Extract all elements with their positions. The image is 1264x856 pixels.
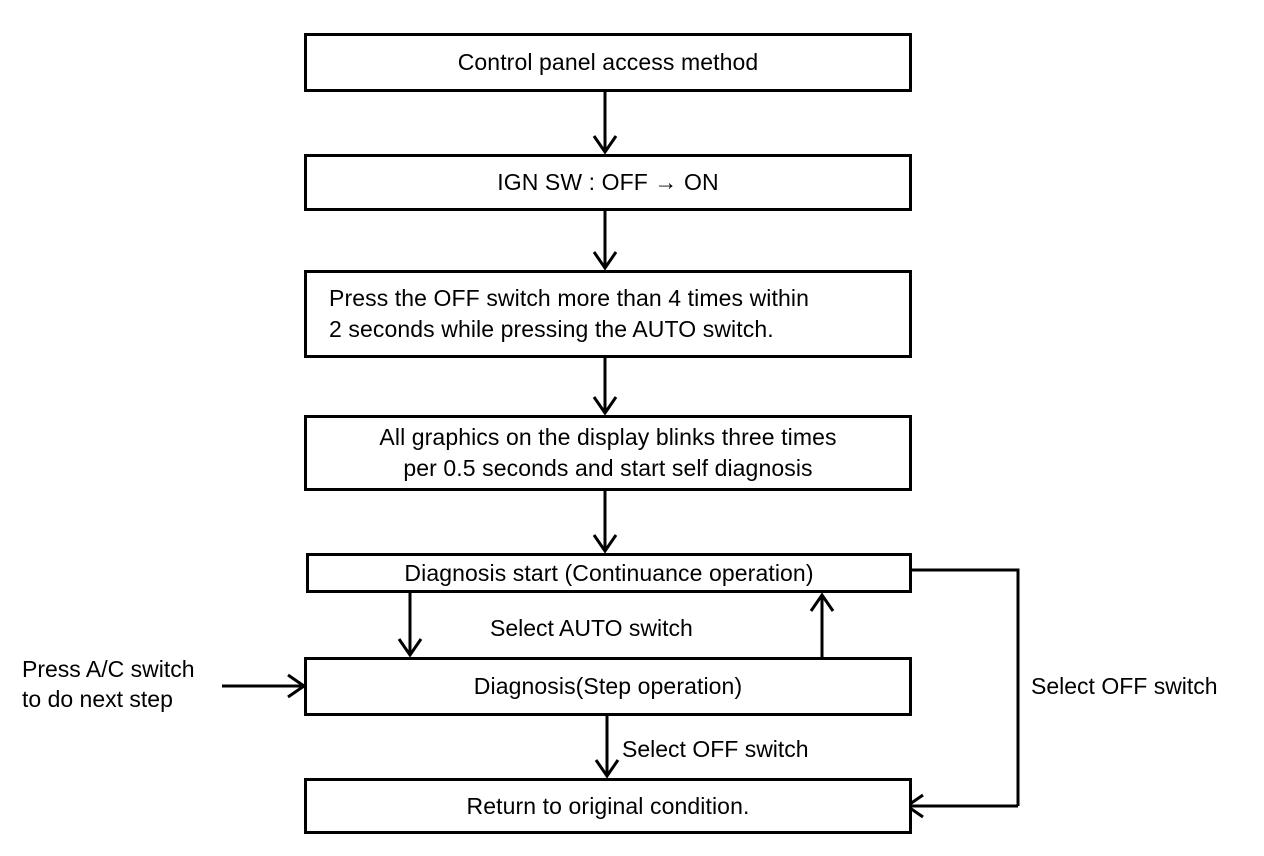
label-select-off-switch-loop: Select OFF switch <box>1031 673 1218 699</box>
connector-5-to-7-loop <box>904 568 1020 819</box>
node-return-original[interactable]: Return to original condition. <box>304 778 912 834</box>
label-select-auto-switch: Select AUTO switch <box>490 615 693 641</box>
connector-1-to-2 <box>592 92 618 155</box>
node-ign-sw[interactable]: IGN SW : OFF → ON <box>304 154 912 211</box>
node-diagnosis-step[interactable]: Diagnosis(Step operation) <box>304 657 912 716</box>
node-all-graphics-blink[interactable]: All graphics on the display blinks three… <box>304 415 912 491</box>
connector-ac-switch-in <box>222 673 307 699</box>
connector-2-to-3 <box>592 211 618 271</box>
connector-3-to-4 <box>592 358 618 416</box>
label-press-ac-switch: Press A/C switch to do next step <box>22 656 195 712</box>
node-press-off-switch[interactable]: Press the OFF switch more than 4 times w… <box>304 270 912 358</box>
connector-4-to-5 <box>592 491 618 554</box>
node-control-panel-access-method[interactable]: Control panel access method <box>304 33 912 92</box>
node-diagnosis-start[interactable]: Diagnosis start (Continuance operation) <box>306 553 912 593</box>
connector-6-to-7 <box>594 716 620 779</box>
label-select-off-switch-step: Select OFF switch <box>622 736 809 762</box>
connector-5-to-6 <box>397 593 423 658</box>
connector-6-to-5 <box>809 592 835 657</box>
